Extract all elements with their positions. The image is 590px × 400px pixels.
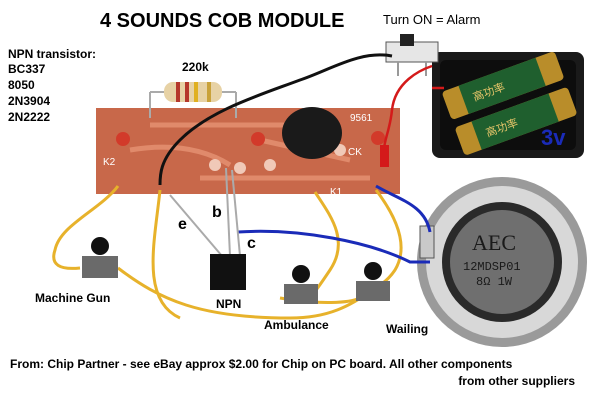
switch-label: Turn ON = Alarm <box>383 12 481 27</box>
page-title: 4 SOUNDS COB MODULE <box>100 10 345 32</box>
npn-part: BC337 <box>8 62 46 76</box>
npn-transistor <box>210 254 246 290</box>
machine-gun-label: Machine Gun <box>35 291 111 305</box>
pad-label-k1: K1 <box>330 187 343 198</box>
wailing-label: Wailing <box>386 322 429 336</box>
npn-part: 2N3904 <box>8 94 51 108</box>
footer-line-1: From: Chip Partner - see eBay approx $2.… <box>10 357 513 371</box>
footer-line-2: from other suppliers <box>458 374 575 388</box>
npn-label: NPN <box>216 297 242 311</box>
resistor-value-label: 220k <box>182 60 209 74</box>
cob-chip-blob <box>282 107 342 159</box>
base-pin-label: b <box>212 204 222 221</box>
battery-holder: 高功率 高功率 <box>432 52 584 158</box>
ambulance-label: Ambulance <box>264 318 329 332</box>
black-wire <box>158 53 393 186</box>
red-wire <box>382 64 433 151</box>
speaker-brand: AEC <box>472 230 516 255</box>
machine-gun-button[interactable] <box>82 237 118 278</box>
collector-pin-label: c <box>247 235 256 252</box>
pad-label-ck: CK <box>348 147 362 158</box>
ambulance-button[interactable] <box>284 265 318 304</box>
speaker-rating: 8Ω 1W <box>476 275 513 289</box>
npn-part: 2N2222 <box>8 110 51 124</box>
blue-wires <box>237 184 432 264</box>
emitter-pin-label: e <box>178 216 187 233</box>
pad-label-k2: K2 <box>103 157 116 168</box>
npn-part: 8050 <box>8 78 35 92</box>
speaker: AEC 12MDSP01 8Ω 1W <box>417 177 587 347</box>
chip-number-label: 9561 <box>350 113 373 124</box>
pcb-board: 9561 K2 K1 CK <box>96 108 400 198</box>
slide-switch[interactable] <box>385 34 439 76</box>
npn-heading: NPN transistor: <box>8 47 97 61</box>
battery-voltage-label: 3v <box>541 125 566 150</box>
speaker-model: 12MDSP01 <box>463 260 521 274</box>
wailing-button[interactable] <box>356 262 390 301</box>
